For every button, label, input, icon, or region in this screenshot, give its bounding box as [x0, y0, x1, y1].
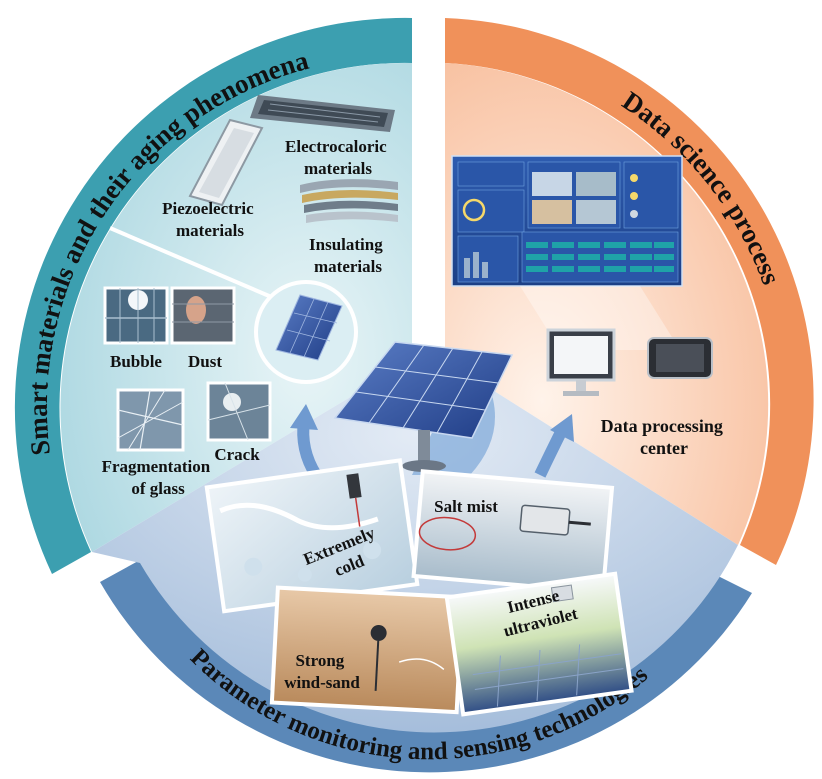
dashboard-screen [451, 155, 683, 287]
dust-label: Dust [188, 352, 222, 371]
electrocaloric-illustration [250, 95, 395, 132]
monitor-icon [546, 328, 616, 396]
crack-photo [206, 381, 272, 442]
electrocaloric-label: Electrocaloric materials [285, 137, 391, 178]
wind-label: Strong wind-sand [284, 651, 360, 692]
fragmentation-label: Fragmentation of glass [102, 457, 215, 498]
cold-photo [204, 458, 420, 614]
bubble-photo [103, 286, 169, 345]
dust-photo [170, 286, 236, 345]
data-center-label: Data processing center [601, 416, 728, 458]
salt-label: Salt mist [434, 497, 498, 516]
fragmentation-photo [116, 388, 185, 452]
crack-label: Crack [214, 445, 260, 464]
piezoelectric-illustration [188, 118, 264, 207]
left-ring-arc [14, 17, 413, 574]
outer-ring [14, 17, 814, 773]
tablet-icon [647, 337, 713, 379]
uv-photo [444, 571, 634, 717]
bottom-ring-arc [100, 560, 752, 773]
arrow-to-data [534, 414, 574, 478]
piezoelectric-label: Piezoelectric materials [162, 199, 258, 240]
insulating-label: Insulating materials [309, 235, 387, 276]
bubble-label: Bubble [110, 352, 162, 371]
solar-panel [333, 341, 514, 475]
magnified-cell [254, 280, 358, 384]
right-ring-arc [445, 18, 814, 565]
wind-photo [269, 585, 465, 715]
salt-photo [411, 469, 615, 595]
insulating-illustration [300, 179, 398, 223]
